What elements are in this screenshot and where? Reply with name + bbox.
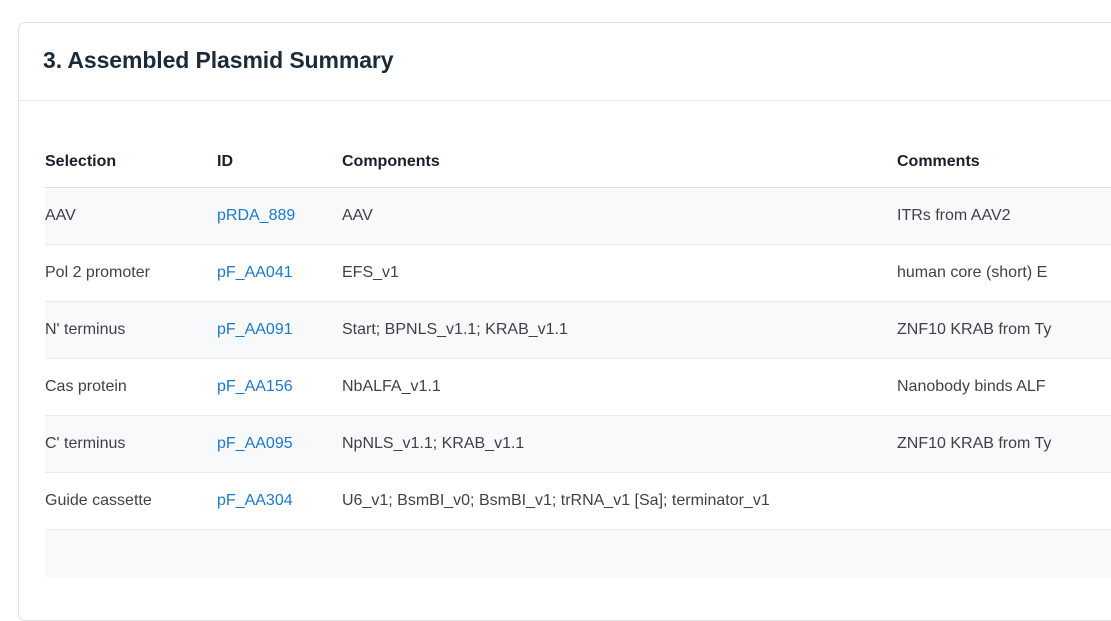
cell-id: pF_AA156 bbox=[217, 358, 342, 416]
cell-components: NpNLS_v1.1; KRAB_v1.1 bbox=[342, 415, 897, 473]
column-header-components[interactable]: Components bbox=[342, 101, 897, 188]
cell-id: pF_AA091 bbox=[217, 301, 342, 359]
table-body: AAV pRDA_889 AAV ITRs from AAV2 Pol 2 pr… bbox=[45, 187, 1111, 578]
plasmid-id-link[interactable]: pF_AA091 bbox=[217, 321, 293, 338]
cell-components: AAV bbox=[342, 187, 897, 245]
cell-comments: Nanobody binds ALF bbox=[897, 358, 1111, 416]
table-row[interactable]: N' terminus pF_AA091 Start; BPNLS_v1.1; … bbox=[45, 301, 1111, 359]
column-header-selection[interactable]: Selection bbox=[45, 101, 217, 188]
table-row[interactable]: Pol 2 promoter pF_AA041 EFS_v1 human cor… bbox=[45, 244, 1111, 302]
cell-id: pRDA_889 bbox=[217, 187, 342, 245]
cell-components: U6_v1; BsmBI_v0; BsmBI_v1; trRNA_v1 [Sa]… bbox=[342, 472, 897, 530]
table-header-row: Selection ID Components Comments bbox=[45, 101, 1111, 188]
cell-filler bbox=[217, 529, 342, 578]
cell-selection: Cas protein bbox=[45, 358, 217, 416]
table-row[interactable]: Guide cassette pF_AA304 U6_v1; BsmBI_v0;… bbox=[45, 472, 1111, 530]
table-scroll-viewport[interactable]: Selection ID Components Comments AAV pRD… bbox=[45, 101, 1111, 578]
cell-components: EFS_v1 bbox=[342, 244, 897, 302]
cell-selection: Guide cassette bbox=[45, 472, 217, 530]
page-title: 3. Assembled Plasmid Summary bbox=[43, 47, 394, 73]
cell-filler bbox=[897, 529, 1111, 578]
cell-filler bbox=[342, 529, 897, 578]
card-header: 3. Assembled Plasmid Summary bbox=[19, 23, 1111, 101]
cell-components: Start; BPNLS_v1.1; KRAB_v1.1 bbox=[342, 301, 897, 359]
table-header: Selection ID Components Comments bbox=[45, 101, 1111, 188]
cell-comments: ZNF10 KRAB from Ty bbox=[897, 301, 1111, 359]
cell-id: pF_AA095 bbox=[217, 415, 342, 473]
column-header-id[interactable]: ID bbox=[217, 101, 342, 188]
cell-id: pF_AA304 bbox=[217, 472, 342, 530]
cell-selection: N' terminus bbox=[45, 301, 217, 359]
cell-comments: ITRs from AAV2 bbox=[897, 187, 1111, 245]
plasmid-id-link[interactable]: pRDA_889 bbox=[217, 207, 296, 224]
table-row[interactable]: C' terminus pF_AA095 NpNLS_v1.1; KRAB_v1… bbox=[45, 415, 1111, 473]
table-row[interactable]: AAV pRDA_889 AAV ITRs from AAV2 bbox=[45, 187, 1111, 245]
table-row[interactable]: Cas protein pF_AA156 NbALFA_v1.1 Nanobod… bbox=[45, 358, 1111, 416]
card-body: Selection ID Components Comments AAV pRD… bbox=[19, 101, 1111, 578]
cell-filler bbox=[45, 529, 217, 578]
table-filler-row bbox=[45, 529, 1111, 578]
plasmid-id-link[interactable]: pF_AA041 bbox=[217, 264, 293, 281]
cell-components: NbALFA_v1.1 bbox=[342, 358, 897, 416]
plasmid-id-link[interactable]: pF_AA095 bbox=[217, 435, 293, 452]
cell-comments: ZNF10 KRAB from Ty bbox=[897, 415, 1111, 473]
cell-selection: C' terminus bbox=[45, 415, 217, 473]
assembled-plasmid-summary-card: 3. Assembled Plasmid Summary Selection I… bbox=[18, 22, 1111, 621]
cell-selection: AAV bbox=[45, 187, 217, 245]
plasmid-id-link[interactable]: pF_AA304 bbox=[217, 492, 293, 509]
column-header-comments[interactable]: Comments bbox=[897, 101, 1111, 188]
cell-id: pF_AA041 bbox=[217, 244, 342, 302]
plasmid-id-link[interactable]: pF_AA156 bbox=[217, 378, 293, 395]
cell-comments bbox=[897, 472, 1111, 530]
plasmid-summary-table: Selection ID Components Comments AAV pRD… bbox=[45, 101, 1111, 578]
cell-comments: human core (short) E bbox=[897, 244, 1111, 302]
cell-selection: Pol 2 promoter bbox=[45, 244, 217, 302]
